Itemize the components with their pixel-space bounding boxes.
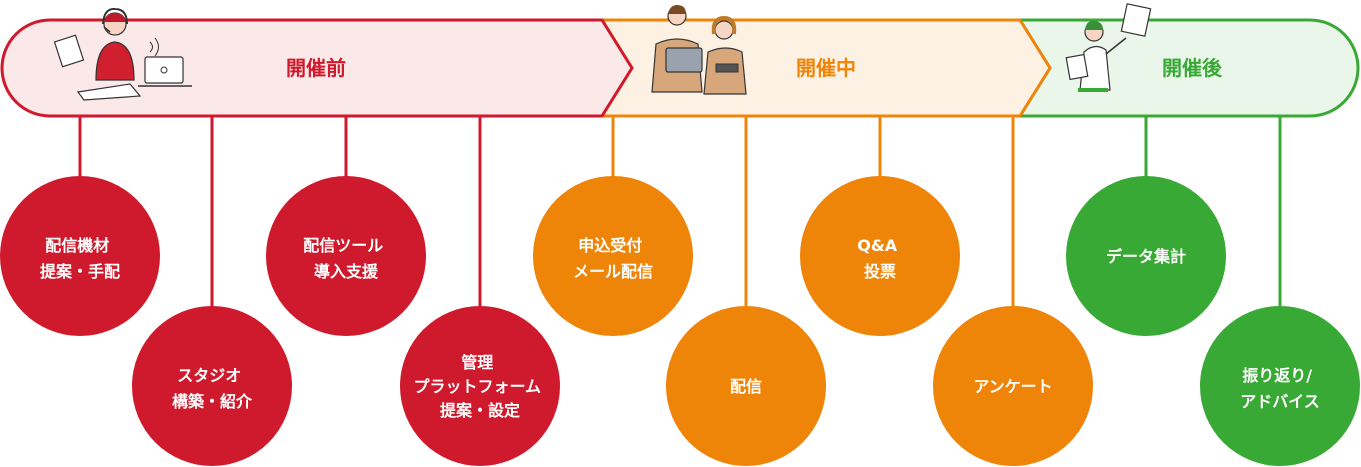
phase-labels: 開催前 開催中 開催後 [286, 56, 1223, 80]
service-circle-qa-voting [800, 176, 960, 336]
service-circle-platform [400, 306, 560, 466]
two-people-with-laptop-and-tablet-illustration [651, 5, 747, 95]
phase-label-during: 開催中 [796, 56, 856, 80]
service-circle-review-advice [1200, 306, 1360, 466]
phase-before-shape [0, 18, 634, 118]
service-label: 配信 [730, 377, 762, 396]
service-label: 申込受付 メール配信 [573, 236, 653, 281]
service-circle-streaming [666, 306, 826, 466]
service-label: Q&A 投票 [857, 236, 903, 281]
service-circle-registration [533, 176, 693, 336]
service-circle-studio [132, 306, 292, 466]
service-label: 振り返り/ アドバイス [1240, 366, 1320, 411]
service-circles: 配信機材 提案・手配 スタジオ 構築・紹介 配信ツール 導入支援 管理 プラット… [0, 176, 1360, 466]
service-circle-survey [933, 306, 1093, 466]
connectors [78, 116, 1282, 315]
service-label: データ集計 [1106, 247, 1186, 266]
service-label: 管理 プラットフォーム 提案・設定 [413, 353, 546, 420]
service-circle-streaming-tool [266, 176, 426, 336]
service-circle-data-aggregation [1066, 176, 1226, 336]
phase-label-after: 開催後 [1162, 56, 1223, 80]
service-circle-equipment [0, 176, 160, 336]
service-label: 配信ツール 導入支援 [303, 236, 389, 281]
service-label: スタジオ 構築・紹介 [172, 366, 253, 411]
service-label: アンケート [973, 377, 1052, 396]
person-with-laptop-and-headset-illustration [53, 7, 192, 101]
phase-label-before: 開催前 [286, 56, 346, 80]
person-holding-documents-illustration [1065, 3, 1152, 92]
service-label: 配信機材 提案・手配 [40, 236, 120, 281]
